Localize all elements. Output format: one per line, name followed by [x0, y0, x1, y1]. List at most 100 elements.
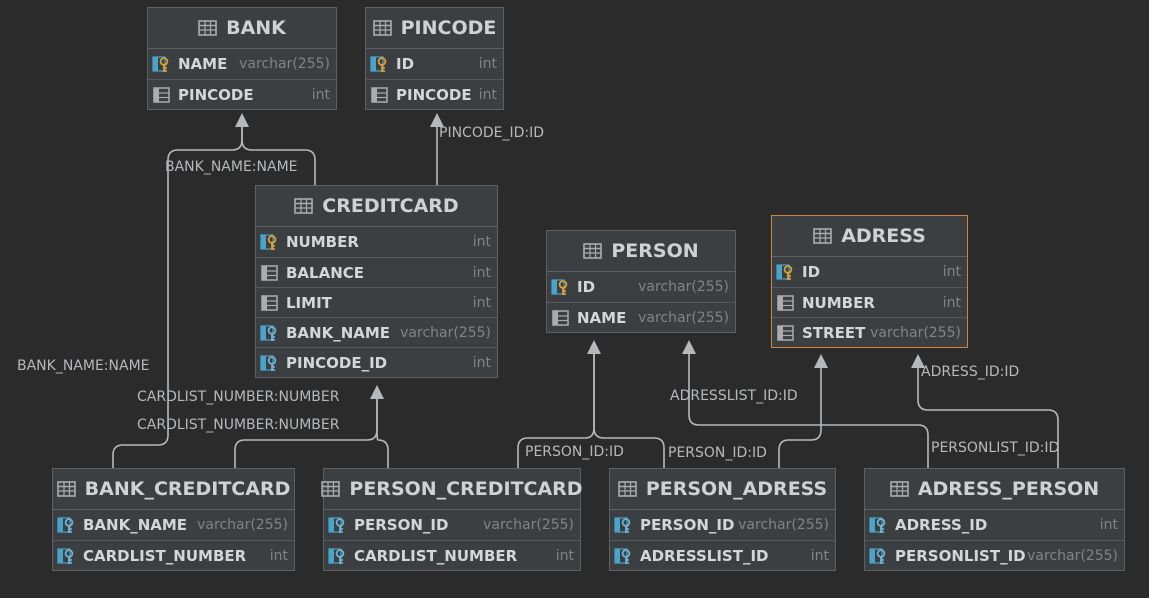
primary-key-column-icon: [152, 55, 172, 73]
column-row[interactable]: ID varchar(255): [547, 272, 735, 302]
table-header[interactable]: PERSON: [547, 231, 735, 272]
table-person-creditcard[interactable]: PERSON_CREDITCARD PERSON_ID varchar(255) CA…: [321, 468, 583, 571]
column-type: int: [942, 294, 961, 311]
column-name: ID: [396, 55, 415, 73]
foreign-key-column-icon: [869, 516, 889, 534]
arrowhead-creditcard: [370, 385, 384, 399]
column-type: int: [472, 264, 491, 281]
primary-key-column-icon: [551, 278, 571, 296]
column-type: int: [555, 547, 574, 564]
table-header[interactable]: BANK: [148, 8, 336, 49]
table-header[interactable]: PERSON_ADRESS: [610, 469, 835, 510]
column-icon: [551, 309, 571, 327]
arrowhead-person-id: [587, 340, 601, 354]
edge-label-bank-name-left: BANK_NAME:NAME: [17, 358, 150, 374]
edge-person-adress-person: [593, 352, 665, 468]
column-type: int: [472, 354, 491, 371]
edge-label-bank-name-top: BANK_NAME:NAME: [165, 159, 298, 175]
column-type: int: [472, 294, 491, 311]
column-row[interactable]: LIMIT int: [256, 287, 497, 317]
edge-label-person-id-1: PERSON_ID:ID: [525, 444, 624, 460]
column-name: PINCODE_ID: [286, 353, 388, 372]
column-type: varchar(255): [638, 309, 729, 326]
foreign-key-column-icon: [614, 516, 634, 534]
foreign-key-column-icon: [57, 547, 77, 565]
arrowhead-adress-street: [911, 354, 925, 368]
table-header[interactable]: BANK_CREDITCARD: [53, 469, 294, 510]
table-header[interactable]: PINCODE: [366, 8, 503, 49]
column-name: NAME: [178, 55, 228, 73]
edge-label-adress-id: ADRESS_ID:ID: [921, 364, 1020, 380]
edge-label-person-id-2: PERSON_ID:ID: [668, 445, 767, 461]
primary-key-column-icon: [260, 233, 280, 251]
table-title: ADRESS_PERSON: [917, 478, 1100, 500]
primary-key-column-icon: [370, 55, 390, 73]
column-name: PERSON_ID: [640, 516, 735, 534]
column-row[interactable]: BALANCE int: [256, 257, 497, 287]
table-icon: [198, 19, 218, 37]
column-name: ID: [577, 278, 596, 296]
column-type: int: [311, 86, 330, 103]
arrowhead-person-name: [682, 340, 696, 354]
column-type: varchar(255): [400, 324, 491, 341]
column-row[interactable]: BANK_NAME varchar(255): [256, 317, 497, 347]
column-name: PERSON_ID: [354, 516, 449, 534]
column-row[interactable]: PINCODE int: [148, 79, 336, 109]
column-name: BANK_NAME: [286, 323, 391, 342]
arrowhead-adress-id: [814, 354, 828, 368]
column-icon: [776, 294, 796, 312]
table-title: CREDITCARD: [322, 195, 459, 217]
edge-person-creditcard-person: [517, 352, 595, 468]
column-name: ID: [802, 263, 821, 281]
column-name: BALANCE: [286, 263, 365, 282]
foreign-key-column-icon: [614, 547, 634, 565]
table-icon: [618, 480, 638, 498]
edge-label-personlist-id: PERSONLIST_ID:ID: [931, 440, 1060, 456]
column-name: PINCODE: [178, 85, 254, 104]
table-header[interactable]: ADRESS: [772, 216, 967, 257]
column-name: PERSONLIST_ID: [895, 546, 1026, 565]
foreign-key-column-icon: [328, 516, 348, 534]
column-row[interactable]: PINCODE_ID int: [256, 347, 497, 377]
table-header[interactable]: PERSON_CREDITCARD: [321, 469, 583, 510]
column-type: int: [810, 547, 829, 564]
column-name: LIMIT: [286, 293, 332, 312]
column-type: varchar(255): [483, 517, 574, 533]
foreign-key-column-icon: [260, 354, 280, 372]
edge-label-cardlist-2: CARDLIST_NUMBER:NUMBER: [137, 417, 340, 433]
column-row[interactable]: PERSON_ID varchar(255): [324, 510, 580, 540]
table-header[interactable]: CREDITCARD: [256, 186, 497, 227]
table-title: PERSON_ADRESS: [645, 478, 828, 500]
table-header[interactable]: ADRESS_PERSON: [865, 469, 1124, 510]
column-type: varchar(255): [197, 517, 288, 533]
table-icon: [372, 19, 393, 37]
column-icon: [152, 86, 172, 104]
column-name: ADRESS_ID: [895, 516, 988, 534]
arrowhead-pincode: [430, 113, 444, 127]
column-type: varchar(255): [638, 279, 729, 295]
